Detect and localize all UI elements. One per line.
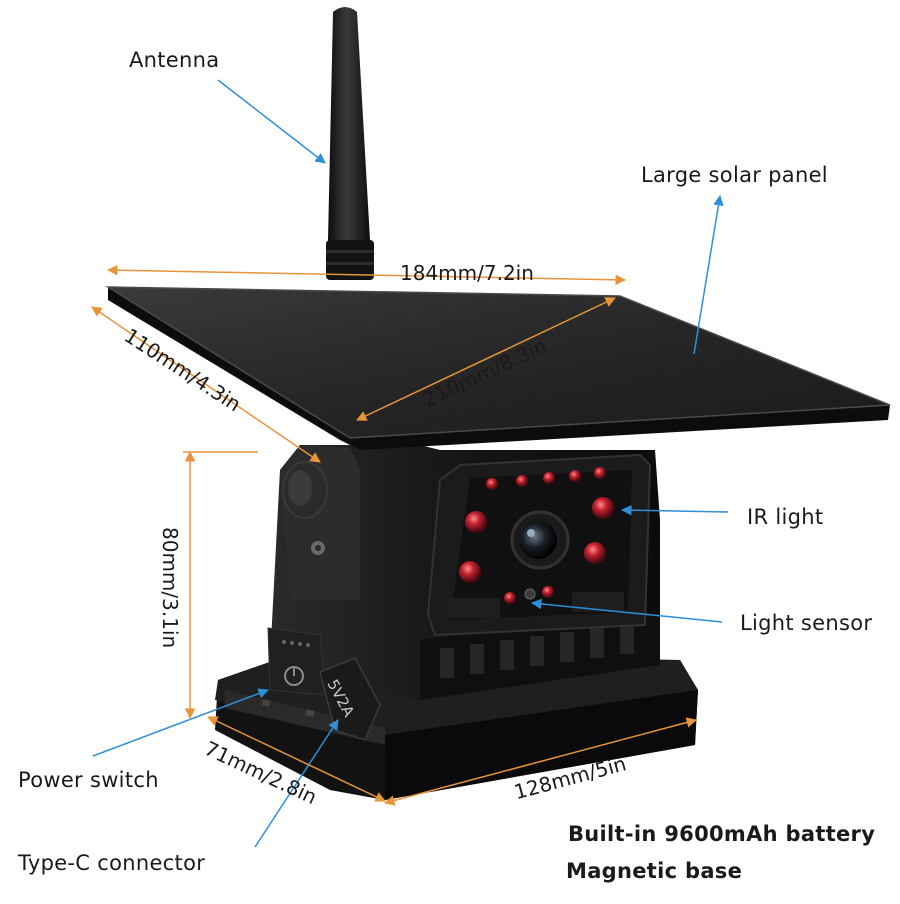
label-solar-panel: Large solar panel (641, 163, 828, 187)
label-light-sensor: Light sensor (740, 611, 873, 635)
dim-panel-width: 184mm/7.2in (400, 261, 534, 285)
ir-led-array (459, 467, 614, 604)
label-antenna: Antenna (129, 48, 220, 72)
label-type-c: Type-C connector (18, 851, 206, 875)
label-magnetic-base: Magnetic base (566, 859, 743, 883)
label-ir-light: IR light (747, 505, 824, 529)
dimension-lines (91, 264, 698, 806)
light-sensor-shape (524, 588, 536, 600)
dim-body-height: 80mm/3.1in (158, 527, 182, 649)
camera-lens-shape (510, 510, 570, 570)
label-power-switch: Power switch (18, 768, 159, 792)
antenna-shape (326, 7, 374, 280)
label-battery: Built-in 9600mAh battery (568, 822, 876, 846)
